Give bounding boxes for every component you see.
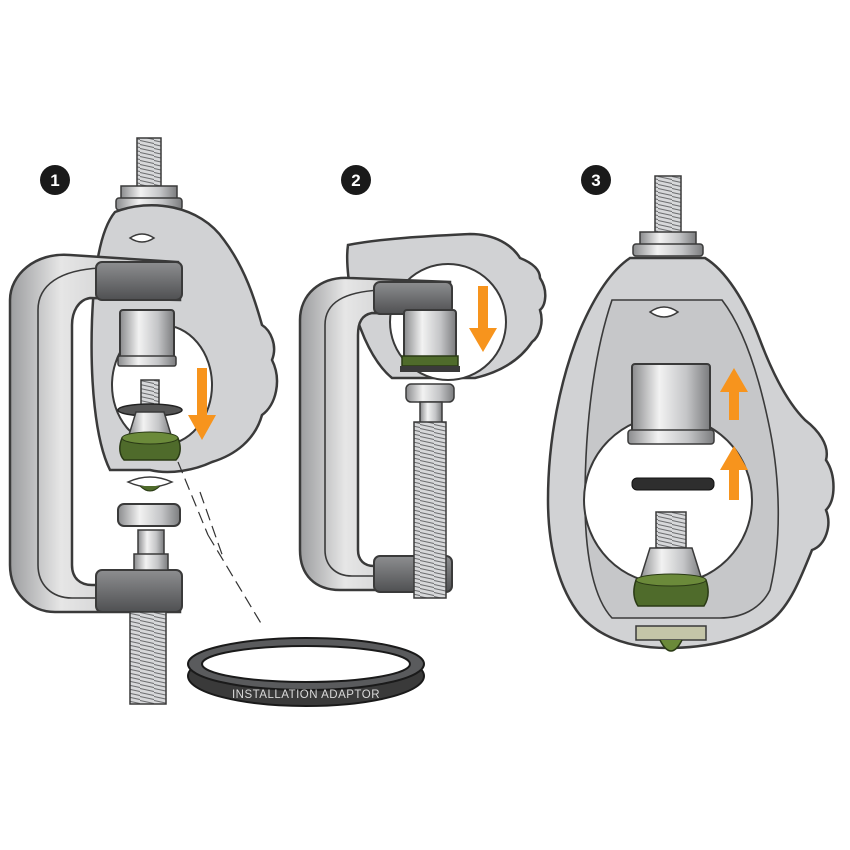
press-bottom-jaw	[95, 569, 183, 613]
step-2-illustration	[298, 232, 547, 599]
adaptor-label: INSTALLATION ADAPTOR	[232, 689, 380, 701]
press-screw	[129, 611, 167, 705]
step-1-illustration	[8, 137, 279, 705]
step-badge-1: 1	[40, 165, 70, 195]
press-top-jaw	[95, 261, 183, 301]
step-3-illustration	[546, 175, 835, 652]
receiving-cup	[119, 309, 175, 363]
press-screw-2	[413, 421, 447, 599]
arrow-up-icon-2	[720, 446, 748, 500]
step-number-3: 3	[591, 171, 600, 190]
arrow-down-icon-2	[469, 286, 497, 352]
step-badge-2: 2	[341, 165, 371, 195]
arrow-up-icon	[720, 368, 748, 420]
top-stud	[136, 137, 162, 189]
arrow-down-icon	[188, 368, 216, 440]
step-number-1: 1	[50, 171, 59, 190]
step-badge-3: 3	[581, 165, 611, 195]
installation-adaptor: INSTALLATION ADAPTOR	[187, 637, 425, 707]
ball-joint-3	[633, 579, 709, 607]
step-number-2: 2	[351, 171, 360, 190]
